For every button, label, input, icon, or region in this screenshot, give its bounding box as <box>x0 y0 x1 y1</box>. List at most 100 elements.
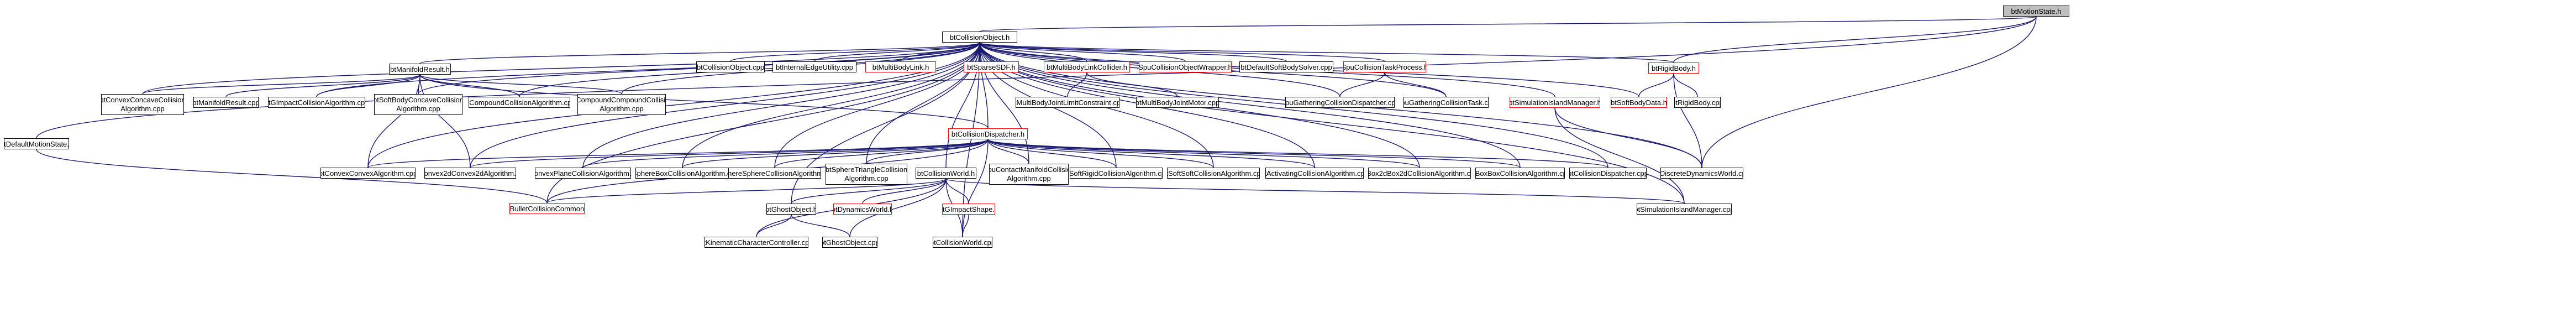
node-compound-collision-algorithm-cpp[interactable]: btCompoundCollisionAlgorithm.cpp <box>469 97 570 108</box>
node-rigid-body-h[interactable]: btRigidBody.h <box>1648 62 1699 74</box>
node-sparse-sdf-h[interactable]: btSparseSDF.h <box>964 61 1019 72</box>
node-collision-dispatcher-h[interactable]: btCollisionDispatcher.h <box>948 128 1028 139</box>
include-edge <box>470 42 980 168</box>
node-collision-object-cpp[interactable]: btCollisionObject.cpp <box>696 61 765 72</box>
include-edge <box>1339 72 1385 97</box>
node-ghost-object-h[interactable]: btGhostObject.h <box>766 204 816 215</box>
include-edge <box>987 139 1315 168</box>
node-sphere-box-collision-algorithm-cpp[interactable]: btSphereBoxCollisionAlgorithm.cpp <box>635 168 729 179</box>
node-simulation-island-manager-cpp[interactable]: btSimulationIslandManager.cpp <box>1637 204 1732 215</box>
include-edge <box>987 139 1521 168</box>
include-edge <box>682 139 989 168</box>
include-edge <box>849 178 947 237</box>
include-edge <box>367 74 420 168</box>
include-edge <box>1067 72 1087 97</box>
include-edge <box>866 139 989 164</box>
include-edge <box>682 42 980 168</box>
node-bullet-collision-common-h[interactable]: btBulletCollisionCommon.h <box>509 203 585 214</box>
node-convex-convex-algorithm-cpp[interactable]: btConvexConvexAlgorithm.cpp <box>320 168 416 179</box>
include-edge <box>791 214 850 237</box>
node-rigid-body-cpp[interactable]: btRigidBody.cpp <box>1674 97 1721 108</box>
node-gimpact-shape-h[interactable]: btGImpactShape.h <box>942 204 995 215</box>
include-edge <box>979 42 1287 62</box>
node-default-motion-state-h[interactable]: btDefaultMotionState.h <box>4 138 69 149</box>
node-collision-dispatcher-cpp[interactable]: btCollisionDispatcher.cpp <box>1569 168 1647 179</box>
node-soft-rigid-collision-algorithm-cpp[interactable]: btSoftRigidCollisionAlgorithm.cpp <box>1070 168 1163 179</box>
node-compound-compound-collision-algorithm-cpp[interactable]: btCompoundCompoundCollision Algorithm.cp… <box>577 94 666 115</box>
node-sphere-sphere-collision-algorithm-cpp[interactable]: btSphereSphereCollisionAlgorithm.cpp <box>728 168 821 179</box>
include-edge <box>730 42 980 62</box>
include-edge <box>1638 73 1674 97</box>
include-edge <box>791 178 947 204</box>
include-edge <box>1673 16 2037 63</box>
include-edge <box>774 139 989 168</box>
node-multibody-joint-motor-cpp[interactable]: btMultiBodyJointMotor.cpp <box>1136 97 1219 108</box>
include-edge <box>962 214 969 237</box>
include-edge <box>1701 16 2037 168</box>
node-manifold-result-h[interactable]: btManifoldResult.h <box>389 64 451 75</box>
node-convex-concave-collision-algorithm-cpp[interactable]: btConvexConcaveCollision Algorithm.cpp <box>101 94 184 115</box>
node-spu-collision-task-process-h[interactable]: SpuCollisionTaskProcess.h <box>1343 61 1426 72</box>
include-edge <box>979 42 1674 63</box>
include-edge <box>979 42 1186 62</box>
include-edge <box>142 42 980 95</box>
include-edge <box>316 74 420 97</box>
node-internal-edge-utility-cpp[interactable]: btInternalEdgeUtility.cpp <box>772 61 856 72</box>
node-multibody-joint-limit-constraint-cpp[interactable]: btMultiBodyJointLimitConstraint.cpp <box>1016 97 1119 108</box>
include-edge <box>142 74 420 95</box>
node-default-soft-body-solver-cpp[interactable]: btDefaultSoftBodySolver.cpp <box>1239 61 1333 72</box>
include-edge <box>987 139 1029 164</box>
node-spu-collision-object-wrapper-h[interactable]: SpuCollisionObjectWrapper.h <box>1139 61 1232 72</box>
include-edge <box>419 74 471 168</box>
include-edge <box>1673 73 1702 168</box>
include-edge <box>756 214 792 237</box>
include-edge <box>962 139 989 237</box>
node-activating-collision-algorithm-cpp[interactable]: btActivatingCollisionAlgorithm.cpp <box>1265 168 1364 179</box>
node-soft-soft-collision-algorithm-cpp[interactable]: btSoftSoftCollisionAlgorithm.cpp <box>1167 168 1260 179</box>
include-edge <box>945 178 969 204</box>
include-edge <box>814 42 980 62</box>
include-edge <box>979 16 2037 32</box>
node-kinematic-character-controller-cpp[interactable]: btKinematicCharacterController.cpp <box>705 237 808 248</box>
include-edge <box>367 42 980 168</box>
include-edge <box>36 149 548 204</box>
include-edge <box>1673 73 1698 97</box>
node-spu-gathering-collision-task-cpp[interactable]: SpuGatheringCollisionTask.cpp <box>1403 97 1489 108</box>
node-collision-object-h[interactable]: btCollisionObject.h <box>942 32 1017 43</box>
include-edge <box>546 178 947 204</box>
include-edge <box>1554 107 1702 168</box>
node-ghost-object-cpp[interactable]: btGhostObject.cpp <box>822 237 877 248</box>
include-edge <box>1554 107 1685 204</box>
include-edge <box>987 139 1214 168</box>
node-spu-contact-manifold-collision-algorithm-cpp[interactable]: SpuContactManifoldCollision Algorithm.cp… <box>989 164 1069 185</box>
include-edge <box>36 16 2037 139</box>
include-edge <box>987 139 1420 168</box>
node-discrete-dynamics-world-cpp[interactable]: btDiscreteDynamicsWorld.cpp <box>1660 168 1743 179</box>
node-dynamics-world-h[interactable]: btDynamicsWorld.h <box>833 204 892 215</box>
node-simulation-island-manager-h[interactable]: btSimulationIslandManager.h <box>1510 97 1600 108</box>
include-edge <box>987 139 1117 168</box>
include-edge <box>962 42 980 237</box>
include-edge <box>862 178 947 204</box>
node-box-box-collision-algorithm-cpp[interactable]: btBoxBoxCollisionAlgorithm.cpp <box>1475 168 1565 179</box>
include-edge <box>987 139 1608 168</box>
node-soft-body-concave-collision-algorithm-cpp[interactable]: btSoftBodyConcaveCollision Algorithm.cpp <box>374 94 462 115</box>
node-gimpact-collision-algorithm-cpp[interactable]: btGImpactCollisionAlgorithm.cpp <box>268 97 365 108</box>
node-soft-body-data-h[interactable]: btSoftBodyData.h <box>1611 97 1667 108</box>
include-edge <box>582 139 989 168</box>
include-edge <box>367 139 989 168</box>
node-motion-state-h[interactable]: btMotionState.h <box>2003 6 2069 17</box>
node-collision-world-cpp[interactable]: btCollisionWorld.cpp <box>933 237 992 248</box>
node-convex-plane-collision-algorithm-cpp[interactable]: btConvexPlaneCollisionAlgorithm.cpp <box>535 168 631 179</box>
node-convex-2d-convex-2d-algorithm-cpp[interactable]: btConvex2dConvex2dAlgorithm.cpp <box>424 168 516 179</box>
node-box2d-box2d-collision-algorithm-cpp[interactable]: btBox2dBox2dCollisionAlgorithm.cpp <box>1368 168 1471 179</box>
include-edge <box>419 42 980 64</box>
node-multibody-link-h[interactable]: btMultiBodyLink.h <box>865 61 936 72</box>
node-spu-gathering-collision-dispatcher-cpp[interactable]: SpuGatheringCollisionDispatcher.cpp <box>1285 97 1395 108</box>
node-multibody-link-collider-h[interactable]: btMultiBodyLinkCollider.h <box>1044 61 1130 72</box>
node-collision-world-h[interactable]: btCollisionWorld.h <box>916 168 976 179</box>
include-edge <box>470 139 989 168</box>
node-manifold-result-cpp[interactable]: btManifoldResult.cpp <box>193 97 259 108</box>
node-sphere-triangle-collision-algorithm-cpp[interactable]: btSphereTriangleCollision Algorithm.cpp <box>826 164 907 185</box>
